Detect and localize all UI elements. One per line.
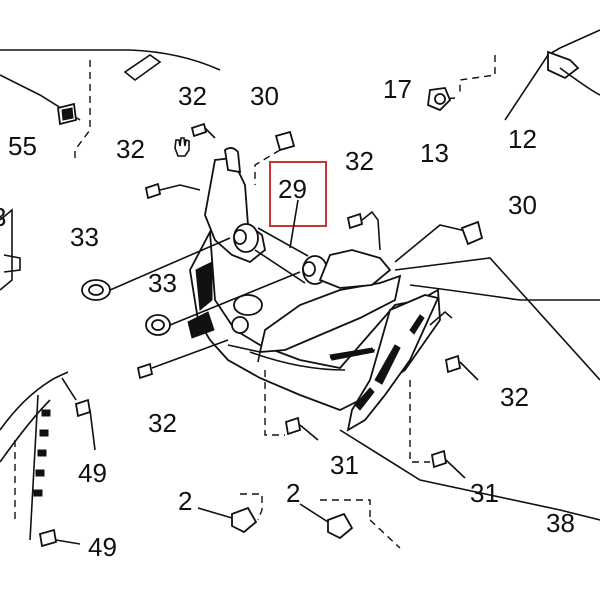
callout-2: 2 xyxy=(178,486,192,516)
callout-32: 32 xyxy=(148,408,177,438)
callout-55: 55 xyxy=(8,131,37,161)
grommet-33-lower xyxy=(145,271,301,336)
callout-31: 31 xyxy=(330,450,359,480)
callout-2: 2 xyxy=(286,478,300,508)
screw-32-top xyxy=(190,122,216,139)
bolt-2-left xyxy=(197,493,263,534)
callout-32: 32 xyxy=(500,382,529,412)
bolt-2-right xyxy=(299,499,401,549)
screw-32-lower-right xyxy=(429,310,479,381)
callout-33: 33 xyxy=(70,222,99,252)
clip-30-top xyxy=(254,130,296,185)
screw-32-left xyxy=(144,182,201,200)
screw-49-lower xyxy=(38,528,81,548)
callout-49: 49 xyxy=(78,458,107,488)
hand-cursor-icon xyxy=(174,137,190,157)
screw-31-right xyxy=(409,380,466,479)
callout-29: 29 xyxy=(278,174,307,204)
callout-32: 32 xyxy=(345,146,374,176)
screw-32-center xyxy=(346,210,381,251)
callout-30: 30 xyxy=(250,81,279,111)
callout-30: 30 xyxy=(508,190,537,220)
grommet-33-upper xyxy=(81,237,231,301)
callout-32: 32 xyxy=(178,81,207,111)
screw-31-left xyxy=(264,370,319,441)
highlight-box xyxy=(269,161,327,227)
callout-12: 12 xyxy=(508,124,537,154)
screw-32-lower-left xyxy=(136,339,229,380)
callout-31: 31 xyxy=(470,478,499,508)
callout-49: 49 xyxy=(88,532,117,562)
clip-55 xyxy=(57,102,77,126)
cowl-side-strip xyxy=(346,294,440,432)
callout-13: 13 xyxy=(420,138,449,168)
callout-32: 32 xyxy=(116,134,145,164)
cowl-bracket xyxy=(204,147,328,285)
right-guide-lines xyxy=(339,220,600,521)
callout-38: 38 xyxy=(546,508,575,538)
screw-49-upper xyxy=(61,377,96,451)
callout-17: 17 xyxy=(383,74,412,104)
edge-fragment: 3 xyxy=(0,202,6,232)
upper-right-fixtures xyxy=(427,29,600,121)
left-side-panel xyxy=(0,208,69,541)
callout-33: 33 xyxy=(148,268,177,298)
